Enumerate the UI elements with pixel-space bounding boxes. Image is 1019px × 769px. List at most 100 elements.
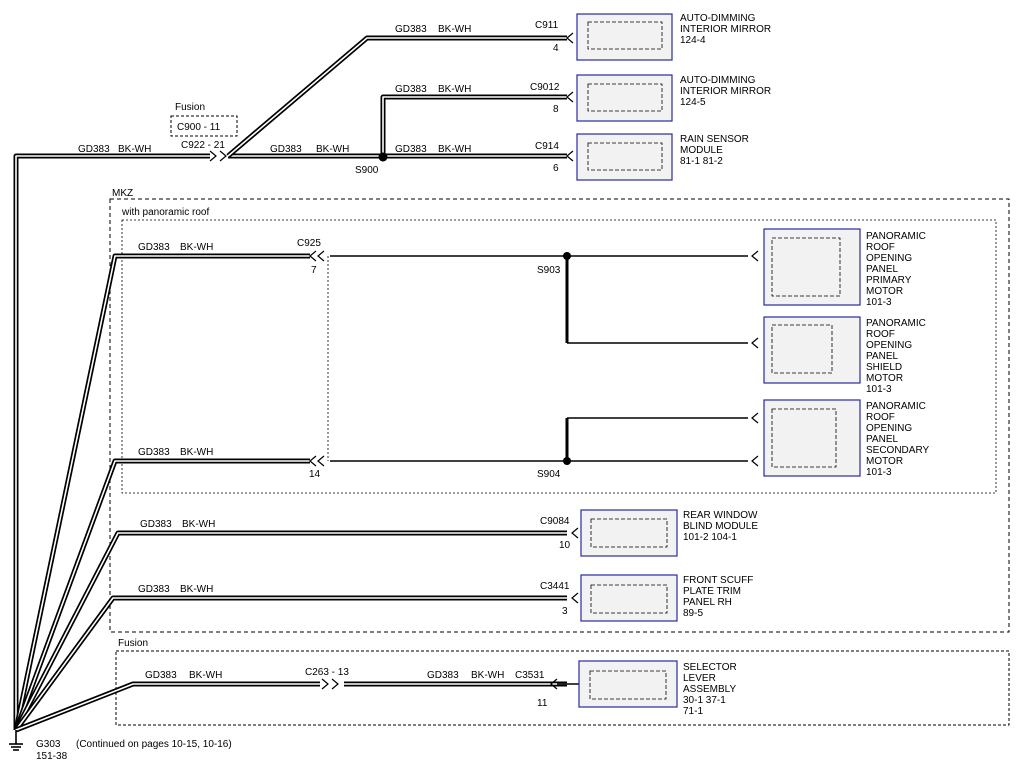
component-line: AUTO-DIMMING xyxy=(680,13,756,24)
component-line: REAR WINDOW xyxy=(683,510,758,521)
wire-circuit: GD383 xyxy=(395,84,427,95)
wire-color: BK-WH xyxy=(438,84,471,95)
component-panoramic-shield-motor: PANORAMIC ROOF OPENING PANEL SHIELD MOTO… xyxy=(751,316,926,395)
component-panoramic-primary-motor: PANORAMIC ROOF OPENING PANEL PRIMARY MOT… xyxy=(751,228,926,308)
wire-labels: GD383 BK-WH GD383 BK-WH GD383 BK-WH GD38… xyxy=(78,24,504,681)
ground-symbol xyxy=(9,730,23,751)
trunk-wires xyxy=(13,35,567,733)
splice-s904-dot xyxy=(563,457,571,465)
inline-connector-fusion: Fusion C900 - 11 C922 - 21 xyxy=(170,102,238,162)
region-fusion xyxy=(115,650,1010,726)
component-auto-dimming-mirror-1: C911 4 AUTO-DIMMING INTERIOR MIRROR 124-… xyxy=(535,13,771,61)
fusion-connector-bottom: C922 - 21 xyxy=(181,140,225,151)
connector-label: C9084 xyxy=(540,516,570,527)
region-fusion-label: Fusion xyxy=(118,638,148,649)
connector-label: C9012 xyxy=(530,82,560,93)
component-line: PANORAMIC xyxy=(866,231,926,242)
component-line: ROOF xyxy=(866,412,895,423)
splice-s900-dot xyxy=(378,152,388,162)
component-line: PANEL RH xyxy=(683,597,732,608)
component-line: 71-1 xyxy=(683,706,703,717)
fusion-variant-label: Fusion xyxy=(175,102,205,113)
wire-circuit: GD383 xyxy=(395,144,427,155)
component-line: 124-4 xyxy=(680,35,706,46)
component-line: INTERIOR MIRROR xyxy=(680,86,771,97)
inline-connector-c925: C925 7 14 xyxy=(297,238,329,480)
wire-color: BK-WH xyxy=(438,24,471,35)
component-line: PLATE TRIM xyxy=(683,586,741,597)
wire-circuit: GD383 xyxy=(138,447,170,458)
wire-circuit: GD383 xyxy=(270,144,302,155)
component-line: SELECTOR xyxy=(683,662,737,673)
wire-color: BK-WH xyxy=(316,144,349,155)
c263-label: C263 - 13 xyxy=(305,667,349,678)
region-panoramic-label: with panoramic roof xyxy=(121,207,209,218)
inline-connector-c263: C263 - 13 xyxy=(305,667,349,690)
component-auto-dimming-mirror-2: C9012 8 AUTO-DIMMING INTERIOR MIRROR 124… xyxy=(530,74,771,122)
component-line: 101-3 xyxy=(866,467,892,478)
component-line: AUTO-DIMMING xyxy=(680,75,756,86)
connector-pin: 10 xyxy=(559,540,571,551)
component-line: RAIN SENSOR xyxy=(680,134,749,145)
splice-s900-label: S900 xyxy=(355,165,379,176)
component-line: MOTOR xyxy=(866,373,903,384)
wire-color: BK-WH xyxy=(471,670,504,681)
component-line: 101-3 xyxy=(866,384,892,395)
wire-circuit: GD383 xyxy=(395,24,427,35)
fusion-connector-top: C900 - 11 xyxy=(177,122,221,133)
component-line: 101-3 xyxy=(866,297,892,308)
wire-color: BK-WH xyxy=(180,242,213,253)
connector-label: C3441 xyxy=(540,581,570,592)
component-line: 124-5 xyxy=(680,97,706,108)
wire-color: BK-WH xyxy=(118,144,151,155)
component-line: SECONDARY xyxy=(866,445,929,456)
component-line: ROOF xyxy=(866,242,895,253)
component-front-scuff-plate-trim-panel: C3441 3 FRONT SCUFF PLATE TRIM PANEL RH … xyxy=(540,574,753,622)
wire-circuit: GD383 xyxy=(145,670,177,681)
component-line: PANEL xyxy=(866,264,898,275)
component-line: 81-1 81-2 xyxy=(680,156,723,167)
component-panoramic-secondary-motor: PANORAMIC ROOF OPENING PANEL SECONDARY M… xyxy=(751,399,929,478)
component-line: MODULE xyxy=(680,145,723,156)
component-line: PANEL xyxy=(866,434,898,445)
component-line: MOTOR xyxy=(866,286,903,297)
wire-color: BK-WH xyxy=(182,519,215,530)
component-line: ROOF xyxy=(866,329,895,340)
splice-s903-label: S903 xyxy=(537,265,561,276)
component-line: 89-5 xyxy=(683,608,703,619)
connector-label: C911 xyxy=(535,20,559,31)
component-line: MOTOR xyxy=(866,456,903,467)
c925-label: C925 xyxy=(297,238,321,249)
wire-circuit: GD383 xyxy=(138,584,170,595)
ground-name: G303 xyxy=(36,739,61,750)
c925-pin-a: 7 xyxy=(311,265,317,276)
region-mkz-label: MKZ xyxy=(112,188,133,199)
connector-label: C914 xyxy=(535,141,559,152)
splice-s903-dot xyxy=(563,252,571,260)
region-mkz xyxy=(109,198,1010,633)
wire-color: BK-WH xyxy=(180,447,213,458)
region-panoramic xyxy=(121,219,997,494)
component-line: OPENING xyxy=(866,340,912,351)
component-line: PANORAMIC xyxy=(866,318,926,329)
component-line: PANEL xyxy=(866,351,898,362)
connector-pin: 8 xyxy=(553,104,559,115)
component-line: OPENING xyxy=(866,423,912,434)
component-line: PANORAMIC xyxy=(866,401,926,412)
component-line: BLIND MODULE xyxy=(683,521,758,532)
component-line: 101-2 104-1 xyxy=(683,532,737,543)
component-line: 30-1 37-1 xyxy=(683,695,726,706)
c925-pin-b: 14 xyxy=(309,469,321,480)
component-line: FRONT SCUFF xyxy=(683,575,753,586)
component-line: PRIMARY xyxy=(866,275,912,286)
component-line: ASSEMBLY xyxy=(683,684,736,695)
wire-color: BK-WH xyxy=(180,584,213,595)
connector-pin: 11 xyxy=(537,698,548,709)
panoramic-wires xyxy=(330,255,748,462)
connector-pin: 3 xyxy=(562,606,568,617)
connector-label: C3531 xyxy=(515,670,545,681)
component-line: SHIELD xyxy=(866,362,902,373)
component-line: INTERIOR MIRROR xyxy=(680,24,771,35)
wire-circuit: GD383 xyxy=(140,519,172,530)
